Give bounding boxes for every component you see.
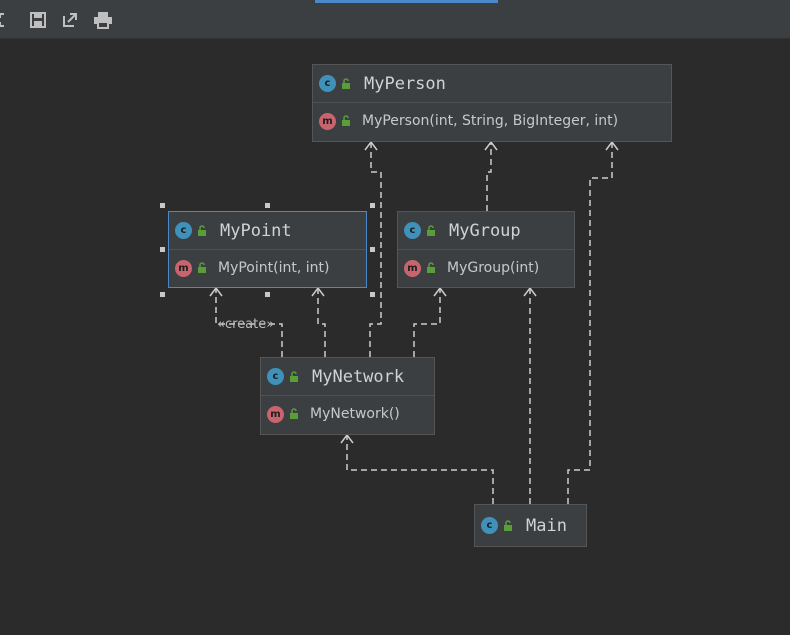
class-node-mypoint[interactable]: c MyPoint m MyPoint(int, int)	[168, 211, 367, 288]
edge-mynetwork-myperson	[369, 142, 382, 357]
class-node-main[interactable]: c Main	[474, 504, 587, 547]
public-visibility-icon	[290, 408, 298, 419]
class-header: c MyGroup	[398, 212, 574, 250]
class-header: c MyPoint	[169, 212, 366, 250]
arrowhead-myperson-2	[484, 140, 498, 151]
class-node-mynetwork[interactable]: c MyNetwork m MyNetwork()	[260, 357, 435, 435]
resize-handle-ne[interactable]	[370, 203, 375, 208]
constructor-member[interactable]: m MyGroup(int)	[398, 250, 574, 286]
class-name: MyGroup	[449, 220, 521, 241]
resize-handle-w[interactable]	[160, 247, 165, 252]
resize-handle-se[interactable]	[370, 292, 375, 297]
resize-handle-s[interactable]	[265, 292, 270, 297]
public-visibility-icon	[427, 224, 435, 236]
edge-mynetwork-mygroup	[413, 288, 441, 357]
class-node-mygroup[interactable]: c MyGroup m MyGroup(int)	[397, 211, 575, 288]
arrowhead-mypoint-2	[311, 286, 325, 297]
active-tab-indicator	[315, 0, 498, 3]
class-icon: c	[175, 222, 192, 239]
export-icon[interactable]	[59, 9, 81, 31]
edge-mynetwork-mypoint-create	[215, 288, 283, 357]
public-visibility-icon	[342, 115, 350, 126]
resize-handle-e[interactable]	[370, 247, 375, 252]
create-stereotype-label: «create»	[217, 317, 275, 332]
diagram-canvas[interactable]: «create» c MyPerson m MyPerson(int, Stri…	[0, 38, 790, 635]
method-icon: m	[404, 259, 421, 277]
arrowhead-mygroup-2	[523, 286, 537, 297]
class-icon: c	[319, 75, 336, 92]
dependency-edges	[209, 140, 619, 504]
class-icon: c	[267, 368, 284, 385]
class-name: MyPoint	[220, 220, 292, 241]
runnable-class-icon: c	[481, 517, 498, 534]
print-icon[interactable]	[92, 9, 114, 31]
method-icon: m	[175, 259, 192, 277]
edge-main-mynetwork	[346, 435, 494, 504]
public-visibility-icon	[198, 262, 206, 273]
member-signature: MyPerson(int, String, BigInteger, int)	[362, 113, 619, 129]
save-icon[interactable]	[27, 9, 49, 31]
method-icon: m	[319, 112, 336, 130]
arrowhead-myperson-3	[605, 140, 619, 151]
resize-handle-sw[interactable]	[160, 292, 165, 297]
public-visibility-icon	[427, 262, 435, 273]
diagram-toolbar	[0, 0, 790, 39]
edge-mygroup-myperson	[486, 142, 492, 211]
method-icon: m	[267, 405, 284, 423]
class-header: c MyPerson	[313, 65, 671, 103]
public-visibility-icon	[504, 519, 512, 531]
class-node-myperson[interactable]: c MyPerson m MyPerson(int, String, BigIn…	[312, 64, 672, 142]
resize-handle-nw[interactable]	[160, 203, 165, 208]
public-visibility-icon	[290, 370, 298, 382]
arrowhead-mynetwork	[340, 433, 354, 444]
public-visibility-icon	[198, 224, 206, 236]
arrowhead-mygroup-1	[433, 286, 447, 297]
class-icon: c	[404, 222, 421, 239]
class-name: Main	[526, 515, 567, 536]
class-header: c Main	[475, 505, 586, 546]
public-visibility-icon	[342, 77, 350, 89]
member-signature: MyNetwork()	[310, 406, 400, 422]
class-name: MyNetwork	[312, 366, 405, 387]
constructor-member[interactable]: m MyPoint(int, int)	[169, 250, 366, 286]
class-header: c MyNetwork	[261, 358, 434, 396]
constructor-member[interactable]: m MyNetwork()	[261, 396, 434, 432]
member-signature: MyPoint(int, int)	[218, 260, 330, 276]
resize-handle-n[interactable]	[265, 203, 270, 208]
constructor-member[interactable]: m MyPerson(int, String, BigInteger, int)	[313, 103, 671, 139]
edge-main-myperson	[567, 142, 613, 504]
collapse-icon[interactable]	[0, 9, 16, 31]
edge-mynetwork-mypoint	[317, 288, 326, 357]
member-signature: MyGroup(int)	[447, 260, 540, 276]
arrowhead-mypoint-1	[209, 286, 223, 297]
class-name: MyPerson	[364, 73, 446, 94]
arrowhead-myperson-1	[364, 140, 378, 151]
